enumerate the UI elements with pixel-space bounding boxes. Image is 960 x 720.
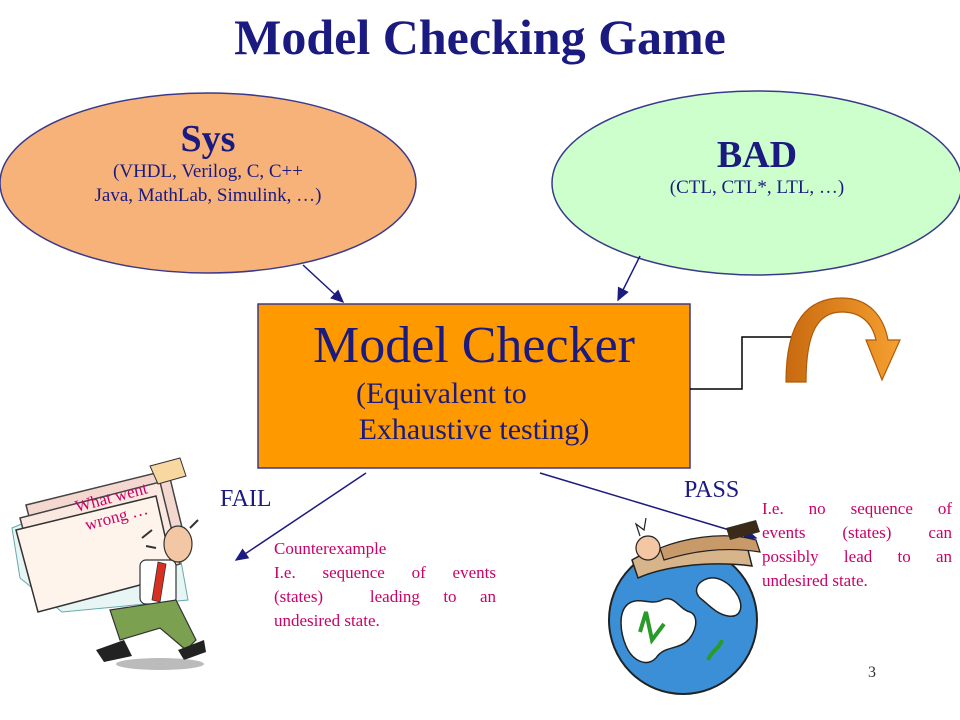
model-checker-label-group: Model Checker (Equivalent to Exhaustive …: [258, 316, 690, 448]
bad-label-group: BAD (CTL, CTL*, LTL, …): [580, 134, 934, 200]
pass-desc-line1: I.e. no sequence of: [762, 499, 952, 518]
pass-description: I.e. no sequence of events (states) can …: [762, 497, 952, 593]
pass-desc-line3: possibly lead to an: [762, 547, 952, 566]
page-title: Model Checking Game: [234, 9, 726, 65]
sys-languages-line1: (VHDL, Verilog, C, C++: [113, 161, 303, 182]
fail-desc-line4: undesired state.: [274, 611, 380, 630]
model-checker-box: [257, 303, 691, 469]
pass-desc-line2: events (states) can: [762, 523, 952, 542]
sys-languages-line2: Java, MathLab, Simulink, …): [94, 185, 322, 206]
bad-to-checker-arrow: [617, 255, 641, 302]
fail-desc-line1: Counterexample: [274, 539, 387, 558]
fail-arrow: [234, 472, 367, 561]
frustrated-person-clipart: [11, 457, 206, 670]
fail-description: Counterexample I.e. sequence of events (…: [274, 537, 496, 633]
sys-to-checker-arrow: [302, 264, 345, 304]
pass-arrow: [539, 472, 758, 541]
loop-arrow-icon: [785, 297, 901, 383]
globe-person-clipart: [608, 517, 761, 695]
model-checker-sub2: Exhaustive testing): [358, 413, 590, 446]
bad-ellipse: [551, 90, 960, 276]
pass-label: PASS: [684, 477, 740, 503]
loop-connector: [690, 336, 800, 390]
bad-logics-line: (CTL, CTL*, LTL, …): [669, 177, 845, 198]
model-checker-title: Model Checker: [312, 317, 635, 374]
model-checker-sub1: (Equivalent to: [356, 377, 527, 410]
bad-heading: BAD: [716, 134, 798, 176]
page-number: 3: [868, 664, 876, 681]
fail-desc-line3: (states) leading to an: [274, 587, 496, 606]
fail-desc-line2: I.e. sequence of events: [274, 563, 496, 582]
pass-desc-line4: undesired state.: [762, 571, 868, 590]
fail-label: FAIL: [220, 486, 272, 512]
sys-heading: Sys: [180, 118, 236, 160]
sys-label-group: Sys (VHDL, Verilog, C, C++ Java, MathLab…: [28, 118, 388, 208]
sys-ellipse: [0, 92, 417, 274]
